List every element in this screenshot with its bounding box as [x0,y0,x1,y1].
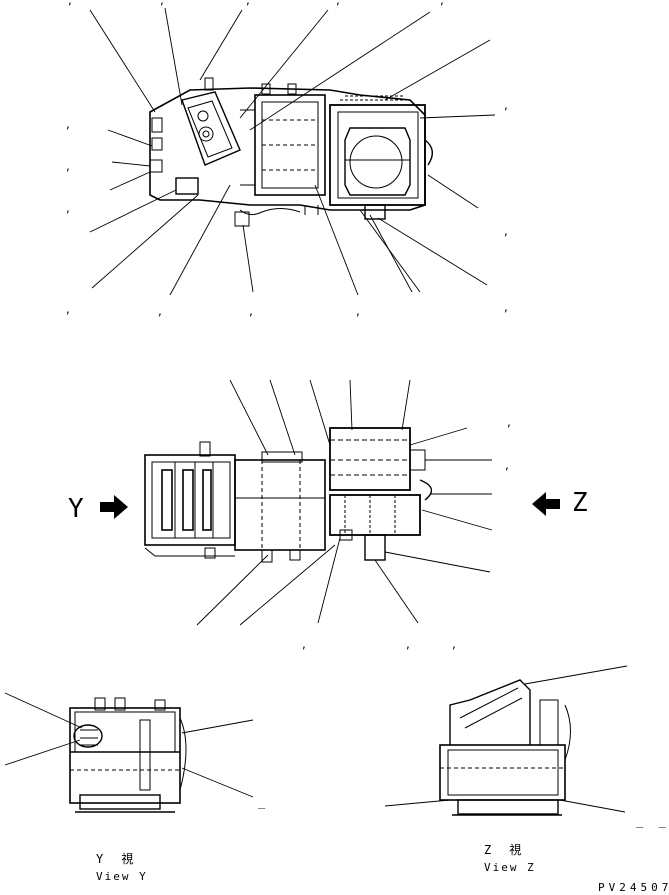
drawing-number: PV24507 [598,881,669,894]
view-y-caption-en: View Y [96,870,148,883]
callout-comma: , [505,458,509,472]
callout-comma: , [302,637,306,651]
callout-comma: , [452,637,456,651]
view-arrows [100,492,560,519]
view-z-assembly [439,679,571,816]
callout-comma: , [249,304,253,318]
top-view-assembly [149,77,433,227]
callout-comma: , [406,637,410,651]
view-z-letter: Z [572,488,588,518]
callout-comma: , [246,0,250,7]
callout-comma: , [504,300,508,314]
view-z-caption-jp: Z 視 [484,843,525,857]
callout-comma: , [66,201,70,215]
callout-comma: , [68,0,72,7]
view-y-letter: Y [68,494,84,524]
callout-comma: , [356,304,360,318]
view-y-caption-jp: Y 視 [96,852,137,866]
view-z-leader-lines [384,665,628,813]
callout-comma: , [504,224,508,238]
callout-comma: , [158,304,162,318]
callout-comma: , [66,117,70,131]
front-view-assembly [144,427,433,563]
callout-comma: , [507,415,511,429]
callout-comma: , [440,0,444,7]
view-y-assembly [69,697,187,813]
view-z-caption-en: View Z [484,861,536,874]
arrow-z-icon [532,492,560,516]
callout-comma: , [160,0,164,7]
callout-comma: , [66,159,70,173]
callout-comma: , [336,0,340,7]
top-view-leader-lines [89,7,496,296]
callout-comma: , [66,302,70,316]
callout-dash: _ _ [636,814,669,828]
front-view-leader-lines [196,379,493,626]
view-y-leader-lines [4,692,254,798]
callout-comma: , [504,98,508,112]
arrow-y-icon [100,495,128,519]
callout-dash: _ [258,795,270,809]
